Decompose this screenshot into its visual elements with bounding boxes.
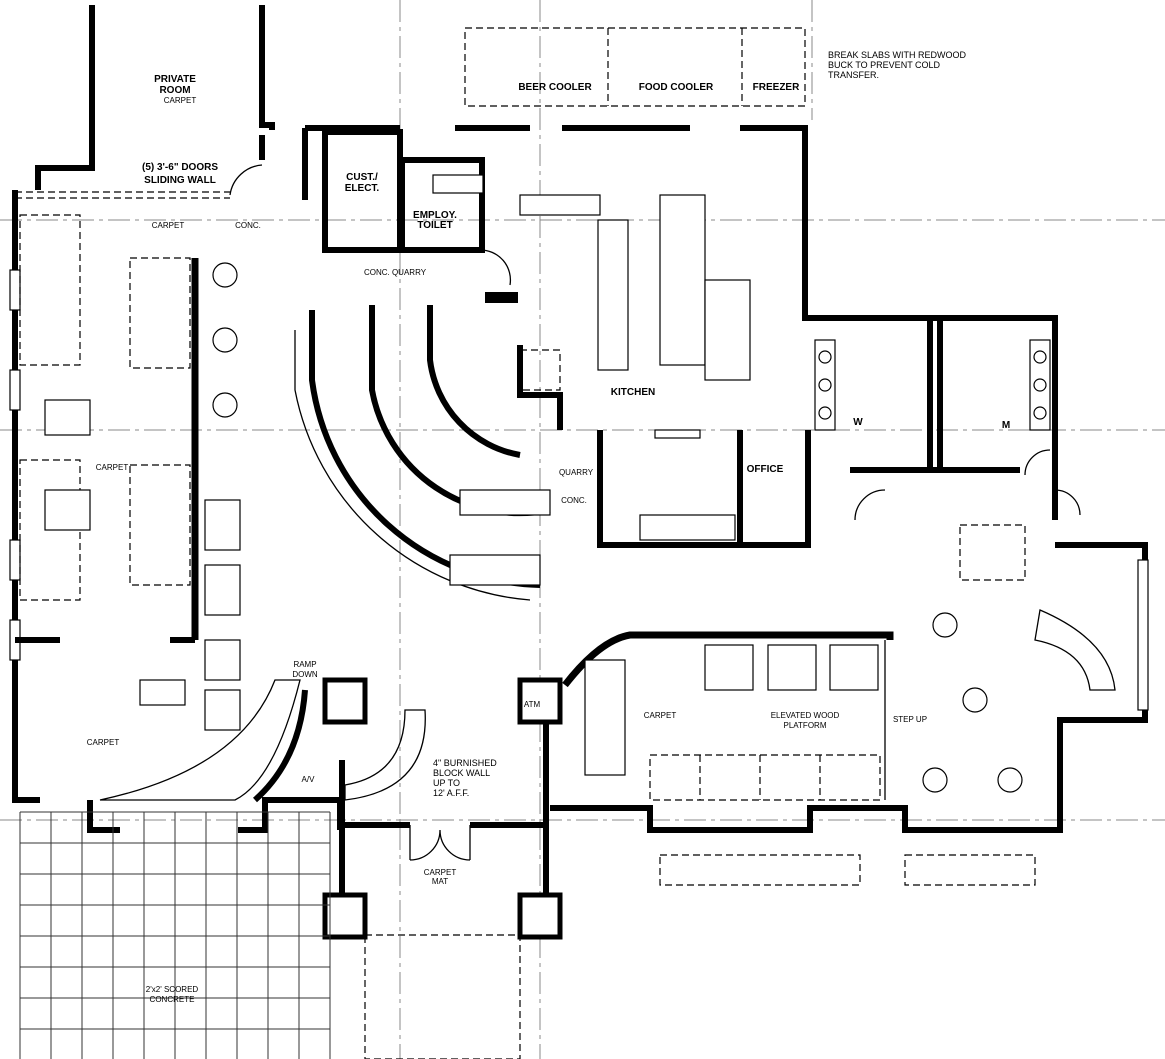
- label-elevated-platform: ELEVATED WOOD: [771, 711, 840, 720]
- note-break-slabs-3: TRANSFER.: [828, 70, 879, 80]
- label-cust-elect-2: ELECT.: [345, 183, 380, 194]
- label-employee-toilet-2: TOILET: [417, 220, 452, 231]
- label-private-room-finish: CARPET: [164, 96, 197, 105]
- label-food-cooler: FOOD COOLER: [639, 82, 714, 93]
- note-block-wall-2: BLOCK WALL: [433, 768, 490, 778]
- label-ramp: RAMP: [293, 660, 316, 669]
- label-private-room: PRIVATE: [154, 74, 196, 85]
- label-conc-quarry: CONC. QUARRY: [364, 268, 427, 277]
- service-rooms: [322, 129, 811, 548]
- label-freezer: FREEZER: [753, 82, 800, 93]
- walk-in-coolers: [464, 27, 806, 107]
- note-block-wall-3: UP TO: [433, 778, 460, 788]
- note-block-wall-1: 4" BURNISHED: [433, 758, 497, 768]
- label-quarry: QUARRY: [559, 468, 594, 477]
- label-dining-carpet: CARPET: [96, 463, 129, 472]
- label-conc-transition: CONC.: [235, 221, 261, 230]
- label-kitchen: KITCHEN: [611, 387, 655, 398]
- entry-vestibule: [99, 677, 563, 940]
- label-carpet-transition: CARPET: [152, 221, 185, 230]
- label-office: OFFICE: [747, 464, 784, 475]
- label-platform-carpet: CARPET: [644, 711, 677, 720]
- note-block-wall-4: 12' A.F.F.: [433, 788, 469, 798]
- note-break-slabs-1: BREAK SLABS WITH REDWOOD: [828, 50, 967, 60]
- label-conc: CONC.: [561, 496, 587, 505]
- label-cust-elect: CUST./: [346, 172, 378, 183]
- label-ramp-down: DOWN: [292, 670, 318, 679]
- label-carpet-mat: CARPET: [424, 868, 457, 877]
- label-womens-restroom: W: [853, 417, 863, 428]
- label-av: A/V: [302, 775, 316, 784]
- label-atm: ATM: [524, 700, 541, 709]
- label-patio: 2'x2' SCORED: [146, 985, 199, 994]
- exterior-planters: [364, 854, 1036, 1059]
- exterior-walls: [9, 125, 1149, 833]
- label-lounge-carpet: CARPET: [87, 738, 120, 747]
- note-break-slabs-2: BUCK TO PREVENT COLD: [828, 60, 941, 70]
- private-room-walls: [15, 5, 275, 199]
- label-mens-restroom: M: [1002, 420, 1010, 431]
- restrooms: [814, 320, 1081, 521]
- room-labels: PRIVATE ROOM CARPET (5) 3'-6" DOORS SLID…: [87, 50, 1010, 1004]
- label-private-room-2: ROOM: [159, 85, 190, 96]
- label-sliding-wall: SLIDING WALL: [144, 175, 216, 186]
- elevated-platform: [562, 631, 894, 801]
- label-sliding-doors: (5) 3'-6" DOORS: [142, 162, 218, 173]
- patio-grid: [19, 811, 331, 1059]
- label-patio-2: CONCRETE: [150, 995, 195, 1004]
- label-employee-toilet: EMPLOY.: [413, 210, 457, 221]
- label-step-up: STEP UP: [893, 715, 927, 724]
- dining-tables: [19, 214, 1116, 793]
- label-beer-cooler: BEER COOLER: [518, 82, 592, 93]
- label-elevated-platform-2: PLATFORM: [784, 721, 827, 730]
- label-carpet-mat-2: MAT: [432, 877, 448, 886]
- bar-counter: [294, 305, 551, 601]
